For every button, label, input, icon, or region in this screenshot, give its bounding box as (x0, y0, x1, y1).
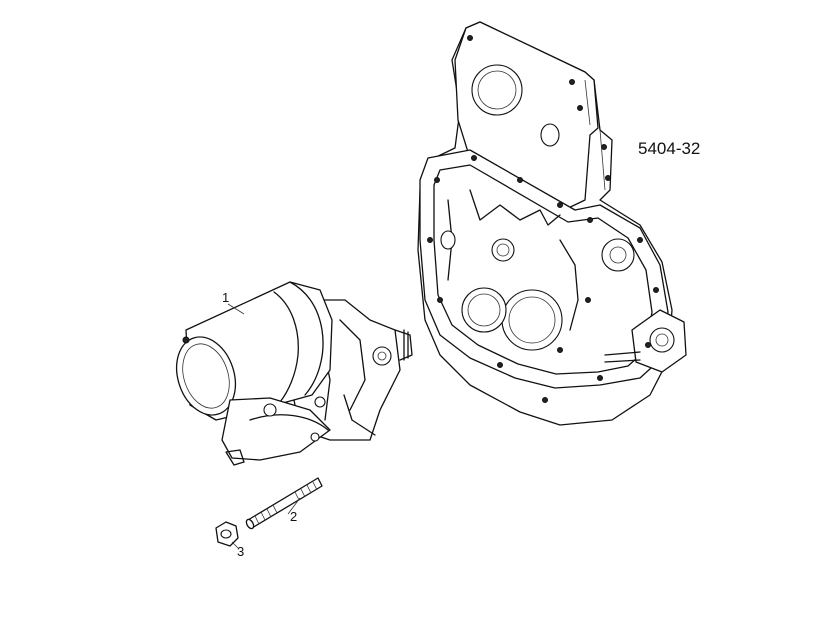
callout-3-leader (231, 541, 239, 549)
figure-reference-code: 5404-32 (638, 139, 701, 158)
callout-2-label: 2 (290, 509, 298, 524)
callout-1-label: 1 (222, 290, 230, 305)
callout-1-leader (227, 303, 245, 315)
callout-2-leader (287, 497, 301, 515)
nut (215, 521, 239, 547)
stud (245, 477, 323, 530)
starter-motor (175, 281, 413, 466)
flywheel-housing (417, 21, 687, 426)
callout-3-label: 3 (237, 544, 245, 559)
